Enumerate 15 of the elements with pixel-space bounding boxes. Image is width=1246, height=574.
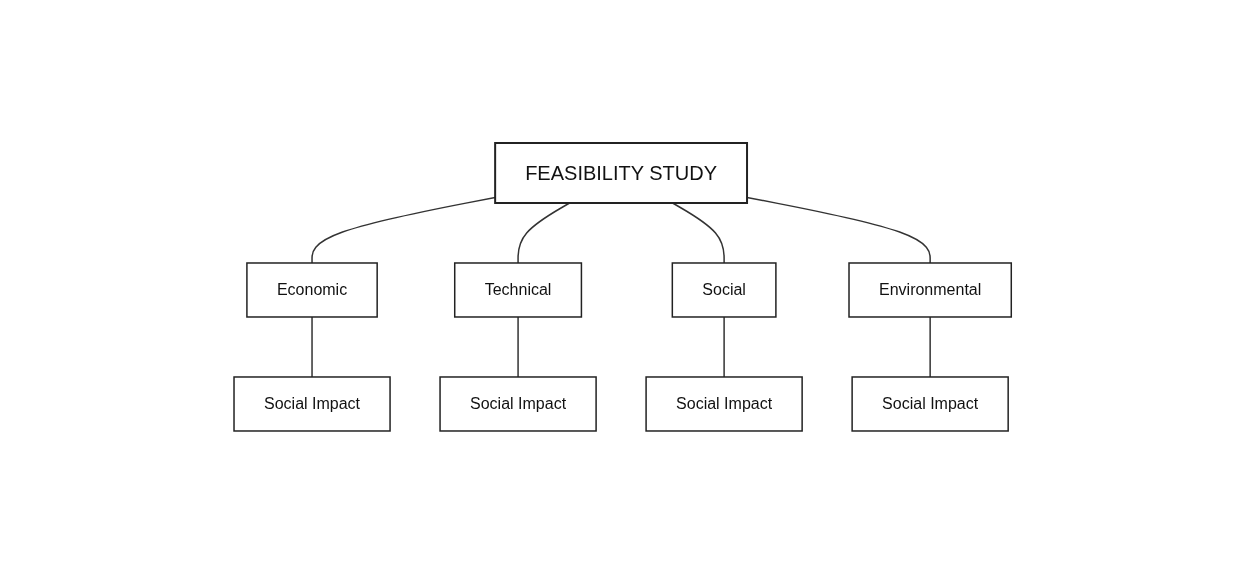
connector xyxy=(672,202,726,264)
connector xyxy=(929,316,932,378)
node-box: FEASIBILITY STUDY xyxy=(494,142,749,204)
node-box: Social Impact xyxy=(439,376,598,432)
node-box: Social xyxy=(671,262,777,318)
connector xyxy=(517,202,571,264)
node-box: Economic xyxy=(246,262,379,318)
node-box: Social Impact xyxy=(233,376,392,432)
connector xyxy=(723,316,726,378)
node-box: Social Impact xyxy=(851,376,1010,432)
node-box: Technical xyxy=(454,262,583,318)
node-box: Social Impact xyxy=(645,376,804,432)
node-box: Environmental xyxy=(848,262,1013,318)
connector xyxy=(311,316,314,378)
connector xyxy=(517,316,520,378)
